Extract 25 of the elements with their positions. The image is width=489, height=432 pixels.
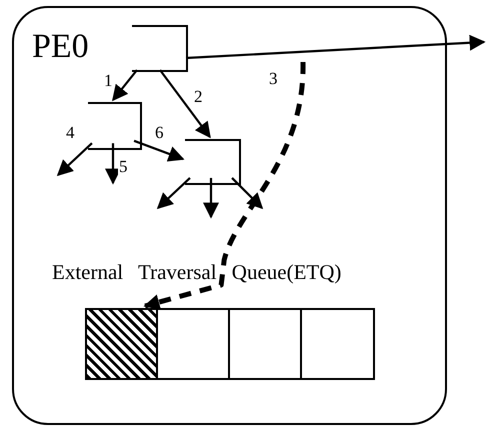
arrow [159,69,211,138]
edge-label: 5 [118,158,128,175]
queue-slot [302,308,375,380]
edge-label: 1 [103,72,114,89]
queue-slot [132,25,188,72]
queue-slot [88,102,142,150]
edge-label: 3 [268,70,278,87]
queue-slot [230,308,302,380]
arrow [156,177,191,210]
arrow [231,177,264,210]
queue-slot [185,139,241,185]
hatched-queue-slot [85,308,158,380]
arrow [144,62,306,310]
arrow [134,140,184,162]
arrow [203,178,219,219]
edge-label: 4 [65,124,76,141]
edge-label: 2 [193,88,204,105]
edge-label: 6 [154,124,164,141]
arrow [186,34,486,60]
queue-slot [158,308,230,380]
arrow [56,142,93,176]
queue-heading: External Traversal Queue(ETQ) [52,262,342,283]
arrow [112,69,138,102]
panel-title: PE0 [32,30,89,64]
processor-panel [12,6,447,425]
